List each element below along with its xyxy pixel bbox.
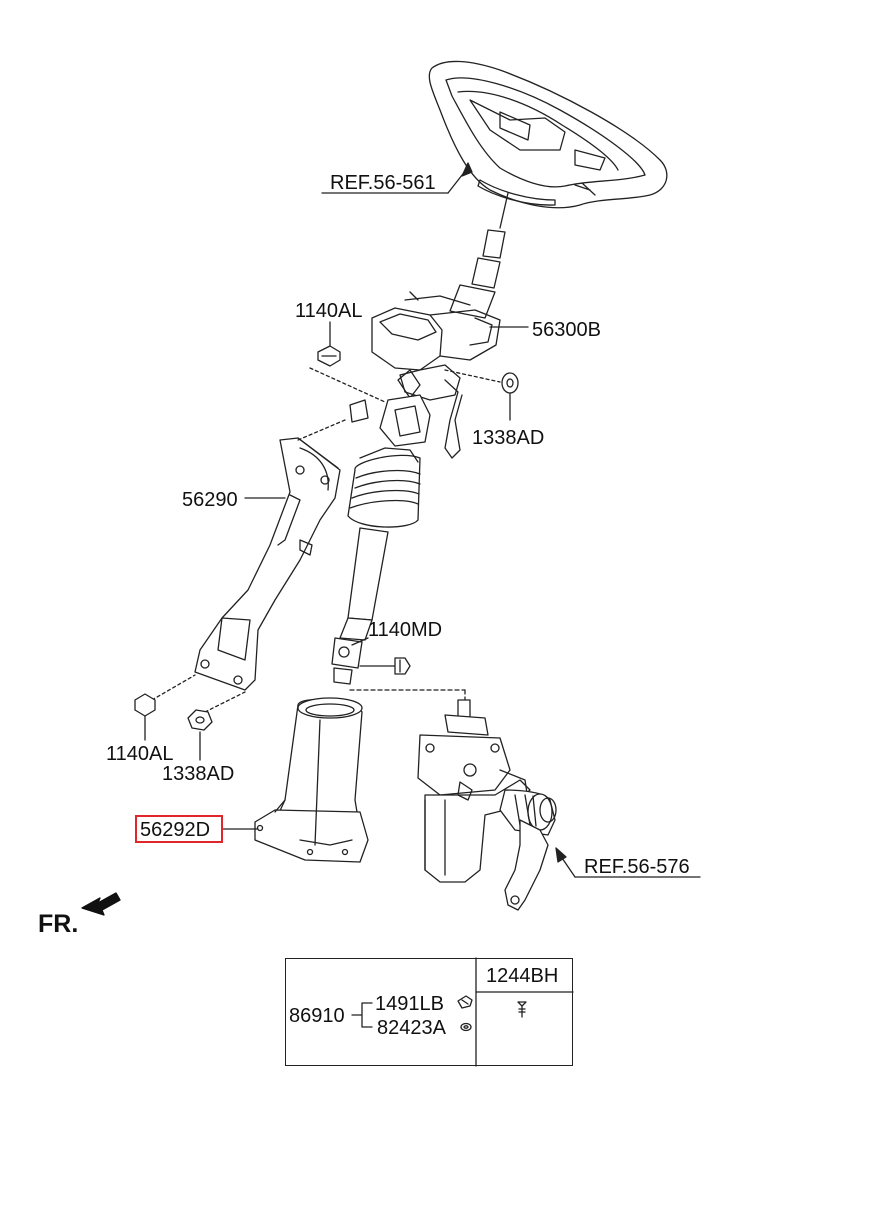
label-ref-56-561: REF.56-561: [330, 172, 436, 194]
dust-cover-56292d: [254, 697, 369, 863]
table-item-82423a: 82423A: [377, 1017, 446, 1039]
label-1338ad-right: 1338AD: [472, 427, 545, 449]
ref-576-leader: [555, 847, 701, 878]
table-group-86910: 86910: [289, 1005, 345, 1027]
bolt-1140al-top: [309, 321, 386, 403]
table-header-1244bh: 1244BH: [486, 965, 559, 987]
label-1338ad-bottom: 1338AD: [162, 763, 235, 785]
1140md-leader: [351, 637, 369, 646]
ref-561-leader: [321, 162, 473, 194]
steering-column-assembly: [371, 291, 501, 459]
table-item-1491lb: 1491LB: [375, 993, 444, 1015]
intermediate-shaft: [331, 527, 389, 685]
column-boot: [347, 447, 421, 528]
highlight-box-56292d: [135, 815, 223, 843]
label-1140al-top: 1140AL: [295, 300, 363, 322]
steering-wheel: [428, 60, 668, 209]
upper-steering-shaft: [449, 192, 509, 319]
label-ref-56-576: REF.56-576: [584, 856, 690, 878]
front-direction-arrow-icon: [81, 892, 121, 916]
nut-1338ad-right: [444, 369, 519, 421]
nut-1338ad-bottom: [187, 691, 246, 761]
label-56300b: 56300B: [532, 319, 601, 341]
steering-gearbox: [417, 699, 557, 911]
front-direction-label: FR.: [38, 910, 79, 938]
label-1140md: 1140MD: [368, 619, 443, 641]
label-1140al-bottom: 1140AL: [106, 743, 174, 765]
hardware-table-lines: [351, 957, 574, 1067]
bolt-1140al-bottom: [134, 674, 196, 741]
hardware-table: [285, 958, 573, 1066]
label-56290: 56290: [182, 489, 238, 511]
shaft-to-gearbox-line: [349, 689, 466, 706]
bolt-1140md: [359, 657, 411, 675]
bracket-56290: [194, 399, 369, 691]
label-56292d[interactable]: 56292D: [140, 819, 211, 841]
